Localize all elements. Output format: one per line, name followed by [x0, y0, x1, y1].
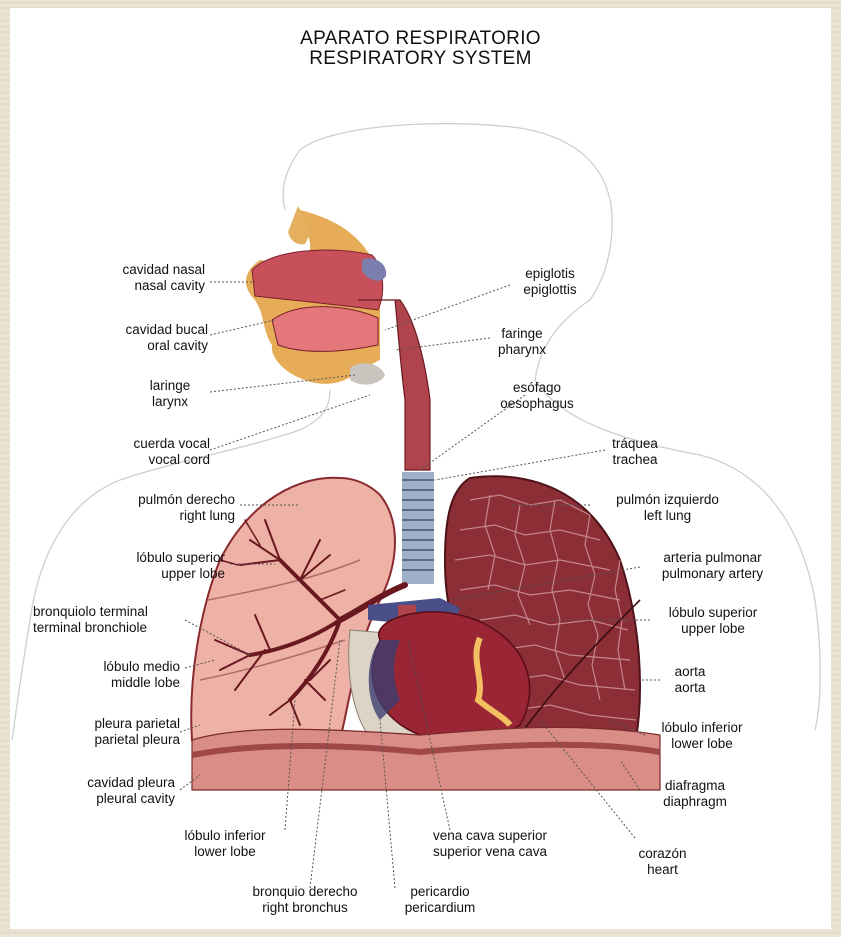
label-aorta: aorta aorta: [660, 664, 720, 696]
label-diaphragm-en: diaphragm: [640, 794, 750, 810]
label-middle-lobe-en: middle lobe: [60, 675, 180, 691]
label-aorta-en: aorta: [660, 680, 720, 696]
label-superior-vena-cava-en: superior vena cava: [405, 844, 575, 860]
label-right-bronchus-es: bronquio derecho: [230, 884, 380, 900]
label-oral-cavity: cavidad bucal oral cavity: [80, 322, 208, 354]
label-oral-cavity-es: cavidad bucal: [80, 322, 208, 338]
label-upper-lobe-right: lóbulo superior upper lobe: [85, 550, 225, 582]
label-right-bronchus-en: right bronchus: [230, 900, 380, 916]
label-pericardium: pericardio pericardium: [385, 884, 495, 916]
label-diaphragm: diafragma diaphragm: [640, 778, 750, 810]
label-lower-lobe-left: lóbulo inferior lower lobe: [642, 720, 762, 752]
label-pleural-cavity-en: pleural cavity: [45, 791, 175, 807]
label-larynx-es: laringe: [130, 378, 210, 394]
label-middle-lobe: lóbulo medio middle lobe: [60, 659, 180, 691]
label-oral-cavity-en: oral cavity: [80, 338, 208, 354]
label-parietal-pleura: pleura parietal parietal pleura: [50, 716, 180, 748]
trachea-rings: [402, 472, 434, 584]
label-lower-lobe-right-es: lóbulo inferior: [160, 828, 290, 844]
label-oesophagus-es: esófago: [482, 380, 592, 396]
label-heart: corazón heart: [615, 846, 710, 878]
label-aorta-es: aorta: [660, 664, 720, 680]
label-middle-lobe-es: lóbulo medio: [60, 659, 180, 675]
label-left-lung-es: pulmón izquierdo: [595, 492, 740, 508]
label-superior-vena-cava-es: vena cava superior: [405, 828, 575, 844]
label-superior-vena-cava: vena cava superior superior vena cava: [405, 828, 575, 860]
label-left-lung: pulmón izquierdo left lung: [595, 492, 740, 524]
label-nasal-cavity-en: nasal cavity: [80, 278, 205, 294]
label-lower-lobe-left-es: lóbulo inferior: [642, 720, 762, 736]
label-larynx-en: larynx: [130, 394, 210, 410]
label-pleural-cavity: cavidad pleura pleural cavity: [45, 775, 175, 807]
label-lower-lobe-right: lóbulo inferior lower lobe: [160, 828, 290, 860]
label-upper-lobe-left: lóbulo superior upper lobe: [648, 605, 778, 637]
label-left-lung-en: left lung: [595, 508, 740, 524]
label-pleural-cavity-es: cavidad pleura: [45, 775, 175, 791]
label-upper-lobe-right-en: upper lobe: [85, 566, 225, 582]
label-pulmonary-artery: arteria pulmonar pulmonary artery: [640, 550, 785, 582]
label-nasal-cavity: cavidad nasal nasal cavity: [80, 262, 205, 294]
label-vocal-cord: cuerda vocal vocal cord: [95, 436, 210, 468]
label-right-lung: pulmón derecho right lung: [95, 492, 235, 524]
label-parietal-pleura-en: parietal pleura: [50, 732, 180, 748]
label-pericardium-en: pericardium: [385, 900, 495, 916]
label-pericardium-es: pericardio: [385, 884, 495, 900]
label-pharynx: faringe pharynx: [482, 326, 562, 358]
label-pharynx-en: pharynx: [482, 342, 562, 358]
label-terminal-bronchiole-en: terminal bronchiole: [33, 620, 193, 636]
label-epiglottis: epiglotis epiglottis: [505, 266, 595, 298]
oral-cavity-shape: [272, 307, 378, 352]
diaphragm-shape: [192, 727, 660, 790]
label-trachea-en: trachea: [595, 452, 675, 468]
larynx-shape: [350, 363, 385, 384]
label-upper-lobe-left-en: upper lobe: [648, 621, 778, 637]
label-upper-lobe-left-es: lóbulo superior: [648, 605, 778, 621]
label-pharynx-es: faringe: [482, 326, 562, 342]
label-vocal-cord-es: cuerda vocal: [95, 436, 210, 452]
label-epiglottis-es: epiglotis: [505, 266, 595, 282]
label-terminal-bronchiole: bronquiolo terminal terminal bronchiole: [33, 604, 193, 636]
label-right-lung-en: right lung: [95, 508, 235, 524]
label-right-lung-es: pulmón derecho: [95, 492, 235, 508]
label-diaphragm-es: diafragma: [640, 778, 750, 794]
label-heart-es: corazón: [615, 846, 710, 862]
label-heart-en: heart: [615, 862, 710, 878]
label-vocal-cord-en: vocal cord: [95, 452, 210, 468]
label-larynx: laringe larynx: [130, 378, 210, 410]
label-oesophagus: esófago oesophagus: [482, 380, 592, 412]
label-trachea-es: tráquea: [595, 436, 675, 452]
label-oesophagus-en: oesophagus: [482, 396, 592, 412]
label-trachea: tráquea trachea: [595, 436, 675, 468]
label-pulmonary-artery-en: pulmonary artery: [640, 566, 785, 582]
label-nasal-cavity-es: cavidad nasal: [80, 262, 205, 278]
label-lower-lobe-right-en: lower lobe: [160, 844, 290, 860]
label-right-bronchus: bronquio derecho right bronchus: [230, 884, 380, 916]
label-lower-lobe-left-en: lower lobe: [642, 736, 762, 752]
label-parietal-pleura-es: pleura parietal: [50, 716, 180, 732]
label-terminal-bronchiole-es: bronquiolo terminal: [33, 604, 193, 620]
label-upper-lobe-right-es: lóbulo superior: [85, 550, 225, 566]
label-pulmonary-artery-es: arteria pulmonar: [640, 550, 785, 566]
label-epiglottis-en: epiglottis: [505, 282, 595, 298]
